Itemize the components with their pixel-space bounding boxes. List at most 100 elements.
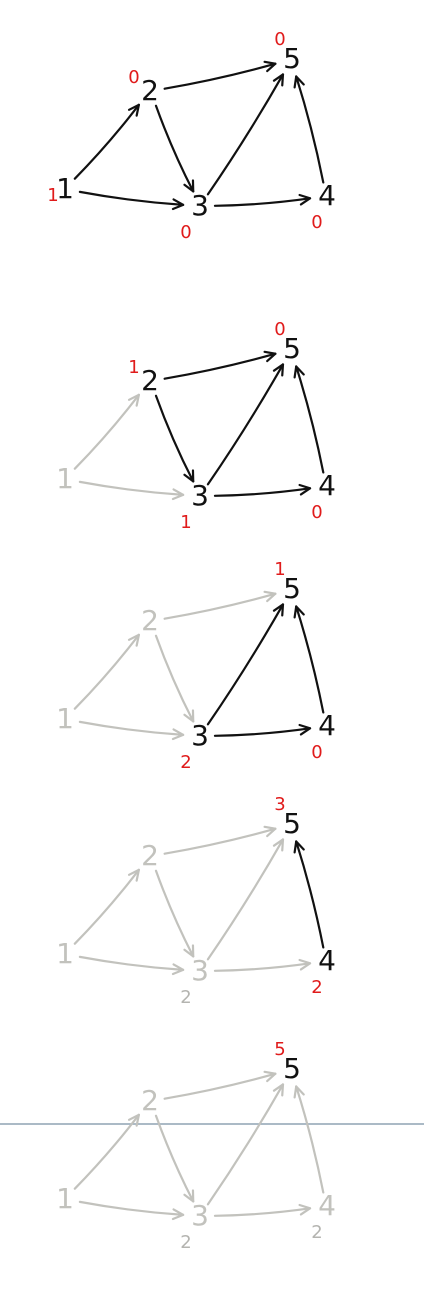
node-2-label: 2 [141, 1084, 159, 1117]
arrowhead-icon [293, 605, 305, 619]
edge-3-to-4 [213, 483, 312, 497]
node-2-label: 2 [141, 74, 159, 107]
edge-3-to-5 [206, 363, 285, 486]
edge-line [295, 365, 325, 474]
arrowhead-icon [298, 483, 312, 496]
arrowhead-icon [171, 728, 185, 741]
edge-1-to-3 [78, 1200, 185, 1221]
node-5-label: 5 [283, 42, 301, 75]
node-4-label: 4 [318, 469, 336, 502]
edge-2-to-3 [154, 104, 195, 193]
node-5-count: 1 [274, 559, 285, 580]
edge-2-to-5 [163, 60, 277, 90]
node-2-label: 2 [141, 839, 159, 872]
node-5-count: 0 [274, 29, 285, 50]
node-4-label: 4 [318, 1189, 336, 1222]
edge-1-to-3 [78, 955, 185, 976]
arrowhead-icon [171, 488, 185, 501]
node-3-count: 0 [180, 222, 191, 243]
edge-1-to-2 [73, 868, 140, 945]
edge-3-to-4 [213, 958, 312, 972]
edge-line [73, 103, 140, 180]
edge-line [295, 840, 325, 949]
arrowhead-icon [171, 198, 185, 211]
edge-line [163, 352, 277, 380]
node-5-label: 5 [283, 1052, 301, 1085]
edge-1-to-2 [73, 103, 140, 180]
edge-4-to-5 [293, 840, 325, 949]
node-2-label: 2 [141, 604, 159, 637]
node-3-count: 2 [180, 752, 191, 773]
arrowhead-icon [263, 60, 277, 73]
edge-2-to-3 [154, 869, 195, 958]
node-1-label: 1 [56, 702, 74, 735]
node-4-label: 4 [318, 179, 336, 212]
edge-line [73, 393, 140, 470]
node-3-label: 3 [191, 719, 209, 752]
edge-2-to-5 [163, 1070, 277, 1100]
edge-2-to-5 [163, 825, 277, 855]
arrowhead-icon [183, 179, 195, 193]
node-5-label: 5 [283, 807, 301, 840]
arrowhead-icon [298, 958, 312, 971]
edge-3-to-4 [213, 193, 312, 207]
edge-4-to-5 [293, 1085, 325, 1194]
arrowhead-icon [272, 363, 285, 377]
arrowhead-icon [272, 603, 285, 617]
arrowhead-icon [183, 944, 195, 958]
edge-line [73, 1113, 140, 1190]
arrowhead-icon [272, 73, 285, 87]
edge-line [213, 487, 312, 497]
arrowhead-icon [127, 633, 140, 647]
node-1-label: 1 [56, 172, 74, 205]
node-4-count: 2 [311, 977, 322, 998]
arrowhead-icon [127, 103, 140, 117]
node-5-count: 5 [274, 1039, 285, 1060]
node-4-label: 4 [318, 709, 336, 742]
arrowhead-icon [298, 193, 312, 206]
arrowhead-icon [263, 1070, 277, 1083]
arrowhead-icon [127, 1113, 140, 1127]
node-1-count: 1 [47, 185, 58, 206]
node-1-label: 1 [56, 462, 74, 495]
edge-line [295, 605, 325, 714]
arrowhead-icon [298, 1203, 312, 1216]
edge-line [163, 1072, 277, 1100]
node-5-count: 3 [274, 794, 285, 815]
edge-line [213, 1207, 312, 1217]
node-3-count: 2 [180, 987, 191, 1008]
edge-4-to-5 [293, 605, 325, 714]
node-3-label: 3 [191, 954, 209, 987]
arrowhead-icon [263, 350, 277, 363]
edge-line [163, 827, 277, 855]
node-2-count: 1 [128, 357, 139, 378]
arrowhead-icon [183, 1189, 195, 1203]
arrowhead-icon [263, 825, 277, 838]
edge-line [163, 592, 277, 620]
edge-line [73, 633, 140, 710]
node-3-label: 3 [191, 189, 209, 222]
node-5-label: 5 [283, 332, 301, 365]
edge-line [154, 869, 195, 958]
edge-2-to-5 [163, 590, 277, 620]
edge-1-to-2 [73, 393, 140, 470]
arrowhead-icon [293, 1085, 305, 1099]
arrowhead-icon [272, 838, 285, 852]
edge-3-to-5 [206, 73, 285, 196]
node-5-label: 5 [283, 572, 301, 605]
edge-line [206, 73, 285, 196]
node-3-label: 3 [191, 1199, 209, 1232]
edge-3-to-5 [206, 603, 285, 726]
arrowhead-icon [183, 709, 195, 723]
node-4-count: 0 [311, 212, 322, 233]
arrowhead-icon [293, 365, 305, 379]
edge-line [78, 1200, 185, 1216]
arrowhead-icon [127, 393, 140, 407]
node-1-label: 1 [56, 1182, 74, 1215]
node-2-count: 0 [128, 67, 139, 88]
edge-line [78, 190, 185, 206]
node-4-count: 2 [311, 1222, 322, 1243]
edge-line [213, 197, 312, 207]
